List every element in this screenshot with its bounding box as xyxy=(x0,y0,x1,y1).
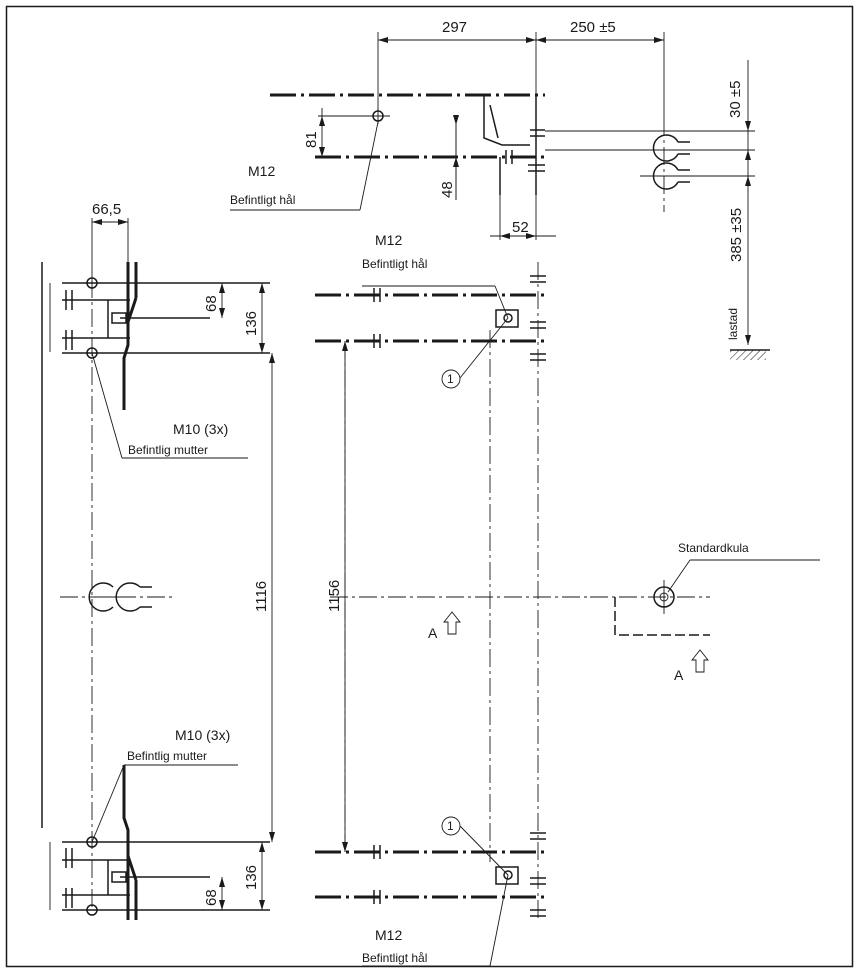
middle-dimensions xyxy=(342,341,348,852)
label-hole-bot: Befintligt hål xyxy=(362,951,427,965)
dim-48: 48 xyxy=(439,181,456,198)
top-dimensions xyxy=(318,32,751,345)
annotation-labels: M12 Befintligt hål M12 Befintligt hål M1… xyxy=(127,163,749,965)
label-m10-bot: M10 (3x) xyxy=(175,727,230,743)
dim-52: 52 xyxy=(512,219,529,236)
dim-81: 81 xyxy=(303,131,320,148)
dim-297: 297 xyxy=(442,19,467,36)
left-dimensions xyxy=(91,218,275,910)
callout-1-top: 1 xyxy=(447,372,454,386)
label-m12-mid: M12 xyxy=(375,232,402,248)
drawing-frame xyxy=(5,5,854,968)
label-m12-bot: M12 xyxy=(375,927,402,943)
callout-1-bottom: 1 xyxy=(447,819,454,833)
label-nut-bot: Befintlig mutter xyxy=(127,749,207,763)
dim-385: 385 ±35 xyxy=(728,208,745,262)
dim-66-5: 66,5 xyxy=(92,201,121,218)
label-section-a2: A xyxy=(674,667,684,683)
label-lastad: lastad xyxy=(726,308,740,340)
label-m12-top: M12 xyxy=(248,163,275,179)
section-view xyxy=(590,559,820,636)
middle-view xyxy=(315,262,709,967)
dim-1156: 1156 xyxy=(326,580,343,612)
label-standardkula: Standardkula xyxy=(678,541,749,555)
dim-136-bot: 136 xyxy=(243,865,260,890)
left-view xyxy=(41,262,270,920)
label-nut-top: Befintlig mutter xyxy=(128,443,208,457)
label-m10-top: M10 (3x) xyxy=(173,421,228,437)
label-section-a1: A xyxy=(428,625,438,641)
dimension-labels: 297 250 ±5 30 ±5 81 48 52 385 ±35 66,5 6… xyxy=(92,19,745,906)
dim-250: 250 ±5 xyxy=(570,19,616,36)
label-hole-mid: Befintligt hål xyxy=(362,257,427,271)
dim-30: 30 ±5 xyxy=(727,81,744,118)
dim-1116: 1116 xyxy=(253,581,270,612)
dim-68-top: 68 xyxy=(203,295,220,312)
label-hole-top: Befintligt hål xyxy=(230,193,295,207)
dim-68-bot: 68 xyxy=(203,889,220,906)
dim-136-top: 136 xyxy=(243,311,260,336)
